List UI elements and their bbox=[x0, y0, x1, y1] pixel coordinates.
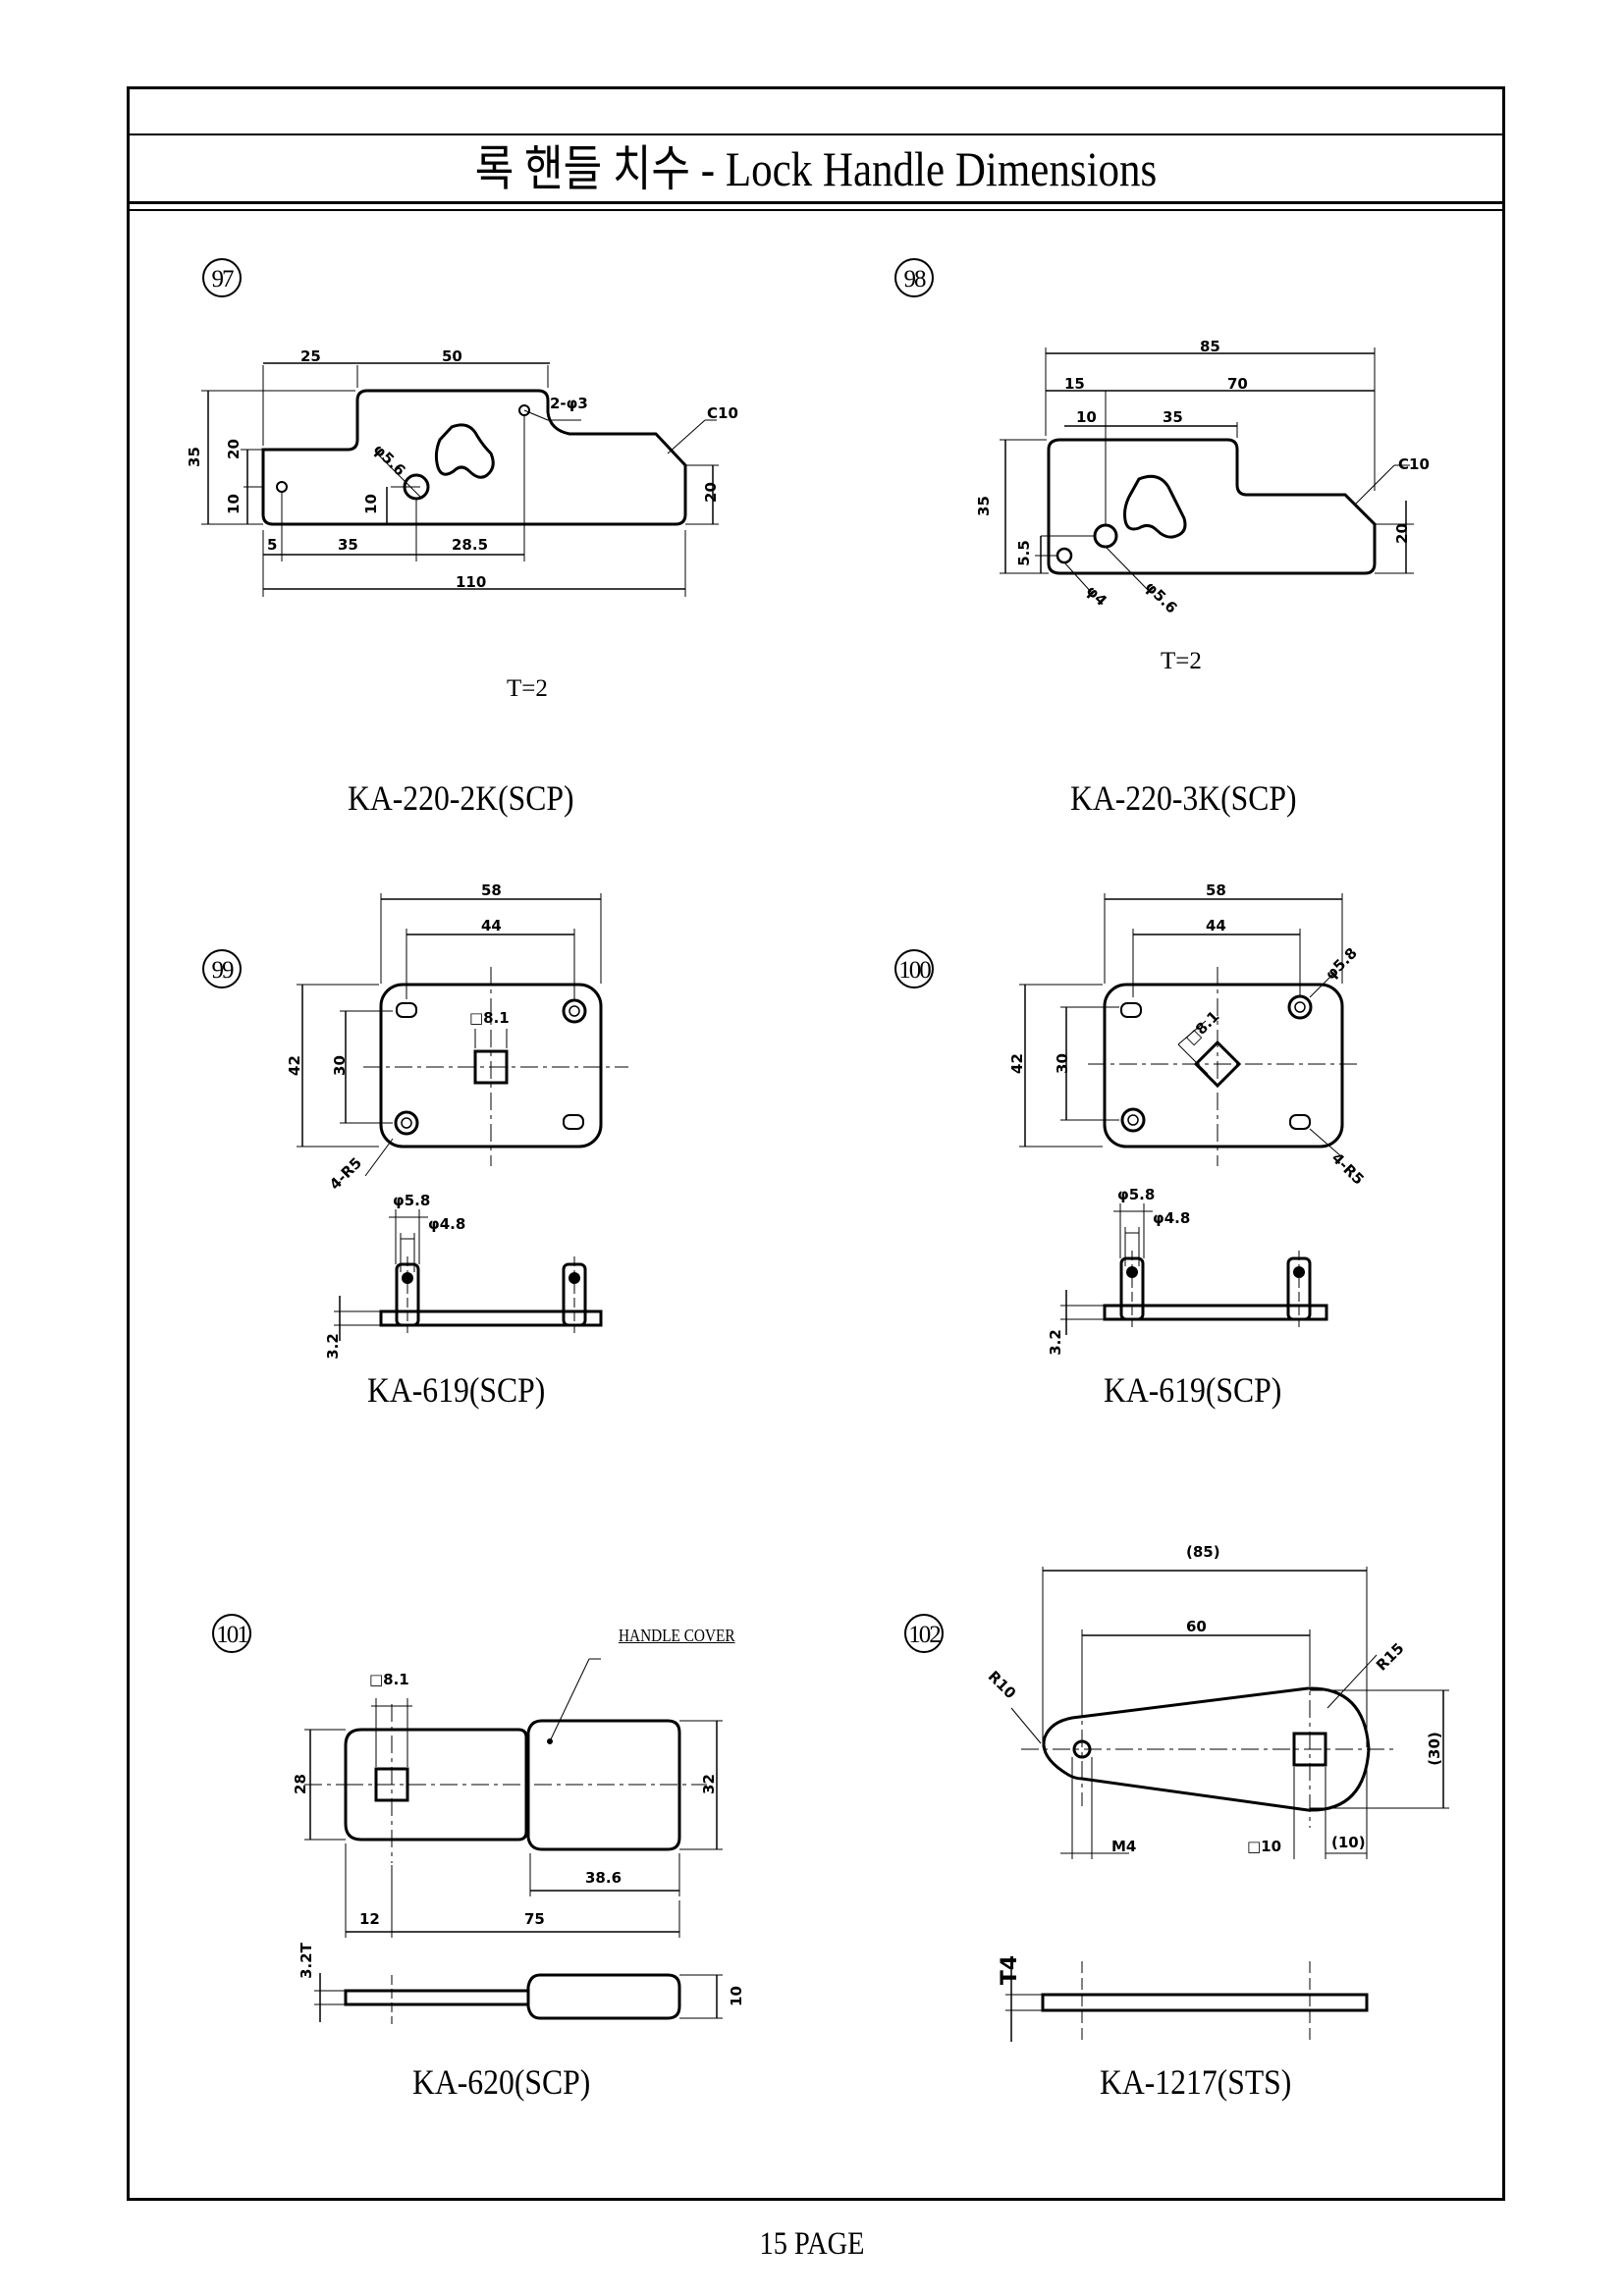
dim-97-total: 110 bbox=[456, 573, 487, 591]
dim-101-w386: 38.6 bbox=[585, 1869, 623, 1887]
dim-97-h10: 10 bbox=[224, 494, 243, 514]
item-number-badge-101: 101 bbox=[212, 1614, 251, 1653]
dim-102-t4: T4 bbox=[998, 1954, 1023, 1986]
dim-98-r20: 20 bbox=[1392, 523, 1411, 544]
dim-101-w12: 12 bbox=[359, 1910, 380, 1928]
dim-101-h28: 28 bbox=[291, 1774, 309, 1794]
dim-99-w58: 58 bbox=[481, 881, 502, 899]
dim-98-h35: 35 bbox=[974, 496, 993, 516]
dim-98-h55: 5.5 bbox=[1014, 540, 1033, 566]
dim-99-sq: □8.1 bbox=[469, 1009, 510, 1027]
dim-99-w44: 44 bbox=[481, 917, 502, 934]
handle-cover-label: HANDLE COVER bbox=[619, 1626, 735, 1645]
dim-97-chamfer: C10 bbox=[707, 404, 738, 422]
dim-101-sq: □8.1 bbox=[369, 1671, 409, 1688]
thickness-note-98: T=2 bbox=[1161, 648, 1202, 674]
dim-100-w58: 58 bbox=[1206, 881, 1226, 899]
model-name-102: KA-1217(STS) bbox=[1100, 2062, 1292, 2102]
dim-99-phi58: φ5.8 bbox=[393, 1192, 431, 1209]
page-title: 록 핸들 치수 - Lock Handle Dimensions bbox=[474, 141, 1158, 196]
dim-98-70: 70 bbox=[1227, 375, 1248, 393]
dim-97-holes: 2-φ3 bbox=[550, 395, 588, 412]
item-number-badge-102: 102 bbox=[904, 1614, 944, 1653]
dim-97-r20: 20 bbox=[701, 482, 720, 503]
dim-99-t32: 3.2 bbox=[323, 1333, 342, 1360]
dim-97-v10: 10 bbox=[361, 494, 380, 514]
model-name-101: KA-620(SCP) bbox=[412, 2062, 591, 2102]
dim-102-m4: M4 bbox=[1111, 1838, 1137, 1855]
dim-100-phi48: φ4.8 bbox=[1153, 1209, 1191, 1227]
page-frame bbox=[127, 86, 1505, 2201]
dim-98-35: 35 bbox=[1163, 408, 1183, 426]
header-rule-top bbox=[127, 133, 1505, 135]
dim-97-50: 50 bbox=[442, 347, 462, 365]
dim-102-w60: 60 bbox=[1186, 1618, 1207, 1635]
page-footer: 15 PAGE bbox=[759, 2226, 865, 2262]
dim-98-15: 15 bbox=[1064, 375, 1085, 393]
dim-101-h10: 10 bbox=[727, 1986, 745, 2006]
thickness-note-97: T=2 bbox=[507, 675, 548, 702]
dim-102-total: (85) bbox=[1186, 1543, 1220, 1561]
drawing-ka-220-2k bbox=[201, 362, 719, 597]
header-rule-bottom bbox=[127, 201, 1505, 204]
dim-97-b5: 5 bbox=[267, 536, 278, 554]
dim-100-phi58b: φ5.8 bbox=[1117, 1186, 1156, 1203]
dim-98-10: 10 bbox=[1076, 408, 1097, 426]
dim-102-h30: (30) bbox=[1425, 1732, 1443, 1766]
item-number-badge-98: 98 bbox=[894, 258, 934, 297]
dim-100-h30: 30 bbox=[1053, 1053, 1071, 1074]
dim-98-total: 85 bbox=[1200, 338, 1220, 355]
dim-98-chamfer: C10 bbox=[1398, 455, 1430, 473]
dim-97-b285: 28.5 bbox=[452, 536, 489, 554]
dim-102-sq10: □10 bbox=[1247, 1838, 1282, 1855]
dim-101-h32: 32 bbox=[699, 1774, 718, 1794]
model-name-100: KA-619(SCP) bbox=[1104, 1370, 1282, 1410]
dim-101-t32: 3.2T bbox=[297, 1943, 315, 1979]
dim-101-w75: 75 bbox=[524, 1910, 545, 1928]
model-name-98: KA-220-3K(SCP) bbox=[1070, 778, 1297, 818]
dim-99-phi48: φ4.8 bbox=[428, 1215, 466, 1233]
drawing-ka-1217 bbox=[1005, 1567, 1449, 2042]
dim-99-h42: 42 bbox=[285, 1055, 303, 1076]
item-number-badge-97: 97 bbox=[202, 258, 242, 297]
dim-102-w10: (10) bbox=[1331, 1834, 1366, 1851]
dim-99-h30: 30 bbox=[330, 1055, 349, 1076]
drawing-ka-220-3k bbox=[1000, 347, 1414, 594]
item-number-badge-100: 100 bbox=[894, 949, 934, 988]
dim-97-h35: 35 bbox=[185, 447, 203, 467]
model-name-99: KA-619(SCP) bbox=[367, 1370, 546, 1410]
header-rule-bottom-inner bbox=[127, 209, 1505, 211]
drawing-ka-620 bbox=[304, 1658, 723, 2024]
dim-97-h20: 20 bbox=[224, 439, 243, 459]
drawing-ka-619-b bbox=[1019, 893, 1359, 1335]
item-number-badge-99: 99 bbox=[202, 949, 242, 988]
drawing-ka-619-a bbox=[297, 893, 628, 1341]
dim-100-h42: 42 bbox=[1007, 1053, 1026, 1074]
dim-100-t32: 3.2 bbox=[1046, 1329, 1064, 1356]
dim-97-25: 25 bbox=[300, 347, 321, 365]
dim-100-w44: 44 bbox=[1206, 917, 1226, 934]
model-name-97: KA-220-2K(SCP) bbox=[348, 778, 574, 818]
dim-97-b35: 35 bbox=[338, 536, 358, 554]
